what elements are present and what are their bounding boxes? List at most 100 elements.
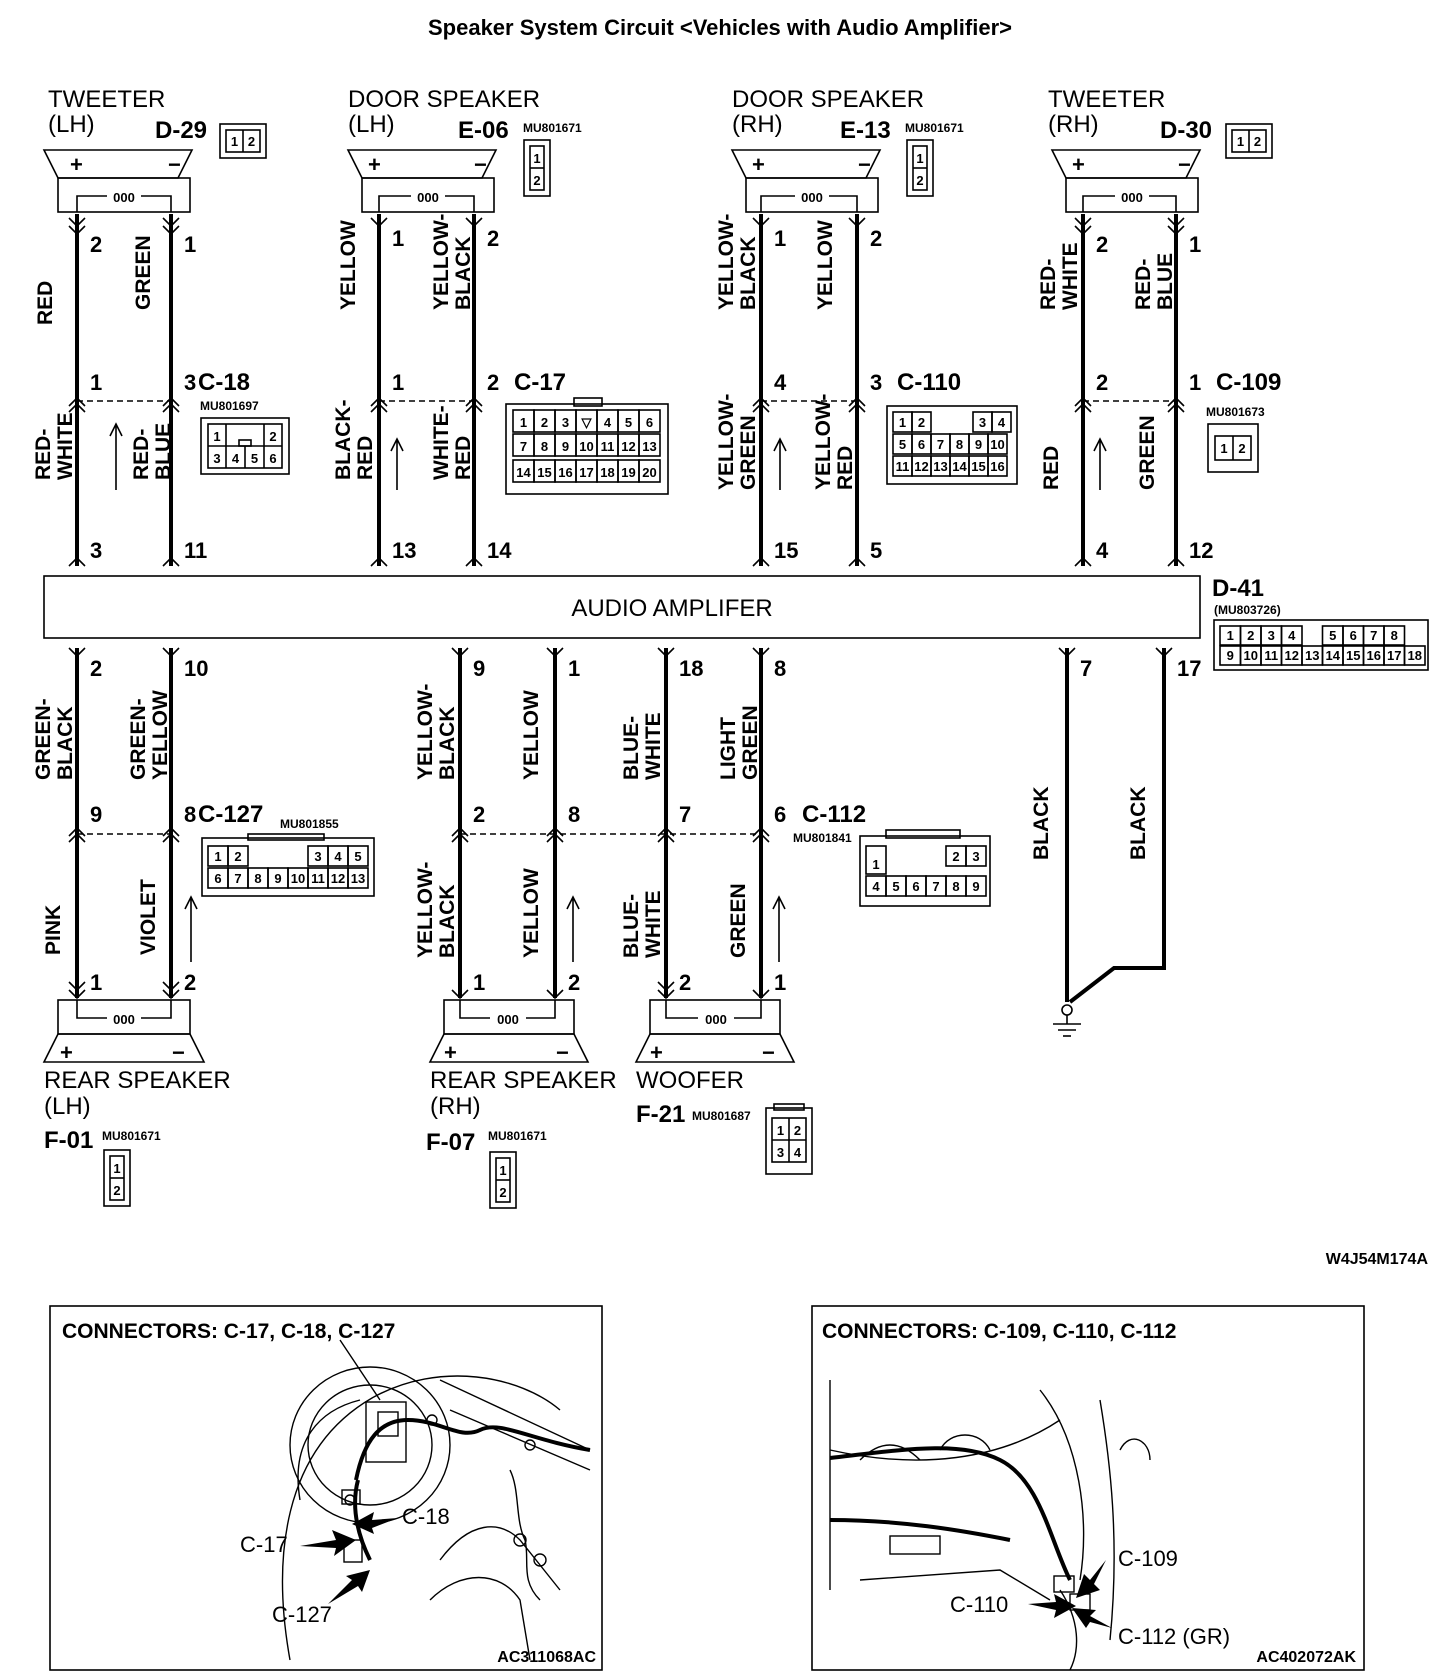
wire-color-label: GREEN <box>727 883 750 958</box>
svg-text:5: 5 <box>870 538 882 563</box>
tweeter-lh-connector: D-29 <box>155 117 207 144</box>
wire-color-label: PINK <box>42 905 65 955</box>
svg-text:C-110: C-110 <box>897 369 961 396</box>
connector-pin: 12 <box>1285 648 1299 663</box>
svg-text:DOOR SPEAKER: DOOR SPEAKER <box>732 86 924 113</box>
connector-pin: 15 <box>537 465 551 480</box>
connector-pin: 15 <box>1346 648 1360 663</box>
wire-color-label: BLUE-WHITE <box>620 890 665 958</box>
connector-pin: 10 <box>291 871 305 886</box>
rear-speaker-lh: 000 + − REAR SPEAKER (LH) F-01 MU801671 … <box>42 999 231 1207</box>
svg-text:TWEETER: TWEETER <box>1048 86 1165 113</box>
amplifier-label: AUDIO AMPLIFER <box>571 595 772 622</box>
wire-color-label: RED <box>34 281 57 325</box>
svg-text:2: 2 <box>90 232 102 257</box>
wire-color-label: GREEN <box>1136 415 1159 490</box>
svg-text:13: 13 <box>392 538 416 563</box>
svg-text:1: 1 <box>777 1123 784 1138</box>
door-speaker-lh: DOOR SPEAKER (LH) E-06 MU801671 1 2 + − … <box>346 86 582 213</box>
svg-text:3: 3 <box>90 538 102 563</box>
svg-text:2: 2 <box>487 226 499 251</box>
wire-color-label: RED-WHITE <box>32 412 77 480</box>
svg-text:WOOFER: WOOFER <box>636 1067 744 1094</box>
connector-c109: C-109 MU801673 1 2 <box>1206 369 1281 473</box>
connector-pin: 2 <box>234 849 241 864</box>
svg-text:(RH): (RH) <box>732 111 783 138</box>
svg-text:2: 2 <box>870 226 882 251</box>
connector-pin: 14 <box>952 459 967 474</box>
wire-color-label: BLUE-WHITE <box>620 712 665 780</box>
svg-text:C-109: C-109 <box>1216 369 1281 396</box>
svg-text:1: 1 <box>392 370 404 395</box>
svg-text:−: − <box>1178 152 1191 177</box>
svg-text:2: 2 <box>487 370 499 395</box>
svg-text:2: 2 <box>1096 370 1108 395</box>
svg-text:C-112: C-112 <box>802 801 866 828</box>
door-speaker-rh: DOOR SPEAKER (RH) E-13 MU801671 1 2 + − … <box>730 86 964 213</box>
svg-text:4: 4 <box>232 451 240 466</box>
connector-pin: 2 <box>1247 628 1254 643</box>
wire-color-label: YELLOW-BLACK <box>715 214 760 310</box>
svg-text:(RH): (RH) <box>430 1093 481 1120</box>
svg-text:C-110: C-110 <box>950 1592 1008 1617</box>
svg-text:1: 1 <box>533 151 540 166</box>
svg-text:(RH): (RH) <box>1048 111 1099 138</box>
svg-text:9: 9 <box>90 802 102 827</box>
svg-text:MU801671: MU801671 <box>102 1129 161 1143</box>
connector-pin: 3 <box>314 849 321 864</box>
svg-text:(LH): (LH) <box>44 1093 91 1120</box>
svg-text:000: 000 <box>801 190 823 205</box>
connector-pin: 4 <box>998 415 1006 430</box>
connector-pin: 8 <box>1391 628 1398 643</box>
svg-text:3: 3 <box>213 451 220 466</box>
connector-pin: 12 <box>331 871 345 886</box>
connector-pin: 7 <box>932 879 939 894</box>
connector-pin: 20 <box>642 465 656 480</box>
svg-text:2: 2 <box>533 173 540 188</box>
svg-text:14: 14 <box>487 538 512 563</box>
svg-text:+: + <box>60 1040 73 1065</box>
wire-color-label: GREEN-YELLOW <box>127 690 172 780</box>
svg-text:MU801697: MU801697 <box>200 399 259 413</box>
svg-text:2: 2 <box>248 134 255 149</box>
connector-pin: 10 <box>990 437 1004 452</box>
connector-pin: 9 <box>562 439 569 454</box>
svg-text:F-21: F-21 <box>636 1101 685 1128</box>
svg-text:CONNECTORS: C-109, C-110, C-11: CONNECTORS: C-109, C-110, C-112 <box>822 1320 1176 1343</box>
wire-color-label: RED-BLUE <box>1132 253 1177 310</box>
svg-text:2: 2 <box>568 970 580 995</box>
svg-text:F-01: F-01 <box>44 1127 93 1154</box>
svg-text:1: 1 <box>90 370 102 395</box>
wire-color-label: YELLOW <box>337 220 360 310</box>
wire-color-label: YELLOW <box>520 868 543 958</box>
connector-pin: 7 <box>1370 628 1377 643</box>
tweeter-lh-side: (LH) <box>48 111 95 138</box>
connector-pin: 3 <box>1268 628 1275 643</box>
connector-pin: 9 <box>975 437 982 452</box>
svg-text:AC402072AK: AC402072AK <box>1256 1649 1356 1666</box>
connector-pin: 16 <box>558 465 572 480</box>
svg-text:1: 1 <box>90 970 102 995</box>
svg-text:6: 6 <box>774 802 786 827</box>
connector-pin: 5 <box>354 849 361 864</box>
woofer: 000 + − WOOFER F-21 MU801687 1 2 3 4 <box>634 999 813 1175</box>
svg-text:3: 3 <box>870 370 882 395</box>
wire-color-label: GREEN <box>132 235 155 310</box>
tweeter-rh: TWEETER (RH) D-30 1 2 + − 000 <box>1048 86 1273 213</box>
svg-text:REAR SPEAKER: REAR SPEAKER <box>44 1067 231 1094</box>
svg-text:+: + <box>1072 152 1085 177</box>
connector-pin: 10 <box>579 439 593 454</box>
svg-text:+: + <box>70 152 83 177</box>
svg-text:−: − <box>172 1040 185 1065</box>
connector-pin: 17 <box>579 465 593 480</box>
connector-pin: 2 <box>952 849 959 864</box>
svg-text:000: 000 <box>113 190 135 205</box>
svg-text:2: 2 <box>1096 232 1108 257</box>
wire-color-label: YELLOW-BLACK <box>414 684 459 780</box>
svg-text:REAR SPEAKER: REAR SPEAKER <box>430 1067 617 1094</box>
svg-text:2: 2 <box>90 656 102 681</box>
svg-text:C-17: C-17 <box>240 1532 288 1557</box>
connector-pin: 3 <box>979 415 986 430</box>
